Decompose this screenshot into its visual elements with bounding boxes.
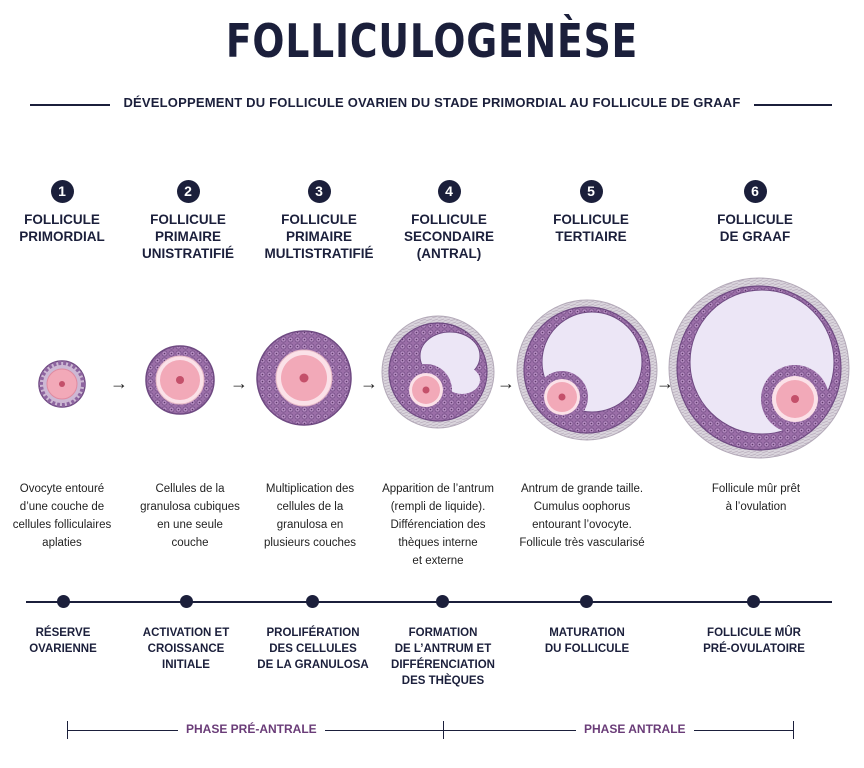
timeline-label-6: FOLLICULE MÛR PRÉ-OVULATOIRE bbox=[703, 627, 805, 655]
timeline-dot-3 bbox=[306, 595, 319, 608]
timeline-dot-6 bbox=[747, 595, 760, 608]
stage-5-description: Antrum de grande taille. Cumulus oophoru… bbox=[519, 483, 645, 549]
stage-6-header: 6 FOLLICULE DE GRAAF bbox=[690, 180, 820, 245]
timeline-label-4: FORMATION DE L’ANTRUM ET DIFFÉRENCIATION… bbox=[391, 627, 495, 687]
stage-2-header: 2 FOLLICULE PRIMAIRE UNISTRATIFIÉ bbox=[123, 180, 253, 262]
timeline-dot-1 bbox=[57, 595, 70, 608]
follicle-primary-multilaminar bbox=[256, 330, 352, 426]
stage-3-header: 3 FOLLICULE PRIMAIRE MULTISTRATIFIÉ bbox=[254, 180, 384, 262]
stage-name: FOLLICULE PRIMAIRE UNISTRATIFIÉ bbox=[142, 212, 234, 261]
arrow-2-3: → bbox=[230, 373, 248, 393]
timeline-dot-5 bbox=[580, 595, 593, 608]
arrow-1-2: → bbox=[110, 373, 128, 393]
follicle-secondary bbox=[381, 315, 495, 429]
stage-number-badge: 2 bbox=[176, 180, 200, 203]
stage-5-header: 5 FOLLICULE TERTIAIRE bbox=[526, 180, 656, 245]
phase-pre-antral-label: PHASE PRÉ-ANTRALE bbox=[178, 722, 325, 736]
stage-4-header: 4 FOLLICULE SECONDAIRE (ANTRAL) bbox=[384, 180, 514, 262]
page-subtitle: DÉVELOPPEMENT DU FOLLICULE OVARIEN DU ST… bbox=[123, 95, 741, 110]
stage-3-description: Multiplication des cellules de la granul… bbox=[263, 483, 357, 549]
stage-1-description: Ovocyte entouré d’une couche de cellules… bbox=[12, 483, 112, 549]
stage-number-badge: 4 bbox=[437, 180, 461, 203]
phase-tick-end bbox=[793, 721, 794, 739]
stage-name: FOLLICULE DE GRAAF bbox=[717, 212, 793, 244]
stage-name: FOLLICULE TERTIAIRE bbox=[553, 212, 629, 244]
arrow-5-6: → bbox=[656, 373, 674, 393]
timeline-label-2: ACTIVATION ET CROISSANCE INITIALE bbox=[142, 627, 230, 671]
arrow-3-4: → bbox=[360, 373, 378, 393]
subtitle-rule-right bbox=[754, 104, 832, 106]
stage-name: FOLLICULE PRIMAIRE MULTISTRATIFIÉ bbox=[264, 212, 374, 261]
phase-tick-start bbox=[67, 721, 68, 739]
arrow-4-5: → bbox=[497, 373, 515, 393]
phase-antral-label: PHASE ANTRALE bbox=[576, 722, 694, 736]
timeline-dot-4 bbox=[436, 595, 449, 608]
follicle-graafian bbox=[668, 277, 850, 459]
stage-number-badge: 3 bbox=[307, 180, 331, 203]
timeline-dot-2 bbox=[180, 595, 193, 608]
follicle-primary-unilaminar bbox=[145, 345, 215, 415]
timeline-label-3: PROLIFÉRATION DES CELLULES DE LA GRANULO… bbox=[257, 627, 369, 671]
timeline-label-1: RÉSERVE OVARIENNE bbox=[29, 627, 97, 655]
subtitle-rule-left bbox=[30, 104, 110, 106]
stage-2-description: Cellules de la granulosa cubiques en une… bbox=[140, 483, 240, 549]
follicle-primordial bbox=[38, 360, 86, 408]
stage-name: FOLLICULE PRIMORDIAL bbox=[19, 212, 105, 244]
stage-number-badge: 6 bbox=[743, 180, 767, 203]
phase-tick-middle bbox=[443, 721, 444, 739]
stage-name: FOLLICULE SECONDAIRE (ANTRAL) bbox=[403, 212, 494, 261]
phase-bracket-line bbox=[67, 730, 793, 731]
stage-number-badge: 5 bbox=[579, 180, 603, 203]
stage-4-description: Apparition de l’antrum (rempli de liquid… bbox=[382, 483, 494, 567]
stage-number-badge: 1 bbox=[50, 180, 74, 203]
timeline-line bbox=[26, 601, 832, 603]
timeline-label-5: MATURATION DU FOLLICULE bbox=[544, 627, 630, 655]
follicle-tertiary bbox=[516, 299, 658, 441]
stage-1-header: 1 FOLLICULE PRIMORDIAL bbox=[0, 180, 127, 245]
stage-6-description: Follicule mûr prêt à l’ovulation bbox=[711, 483, 801, 513]
page-title: FOLLICULOGENÈSE bbox=[225, 14, 639, 68]
